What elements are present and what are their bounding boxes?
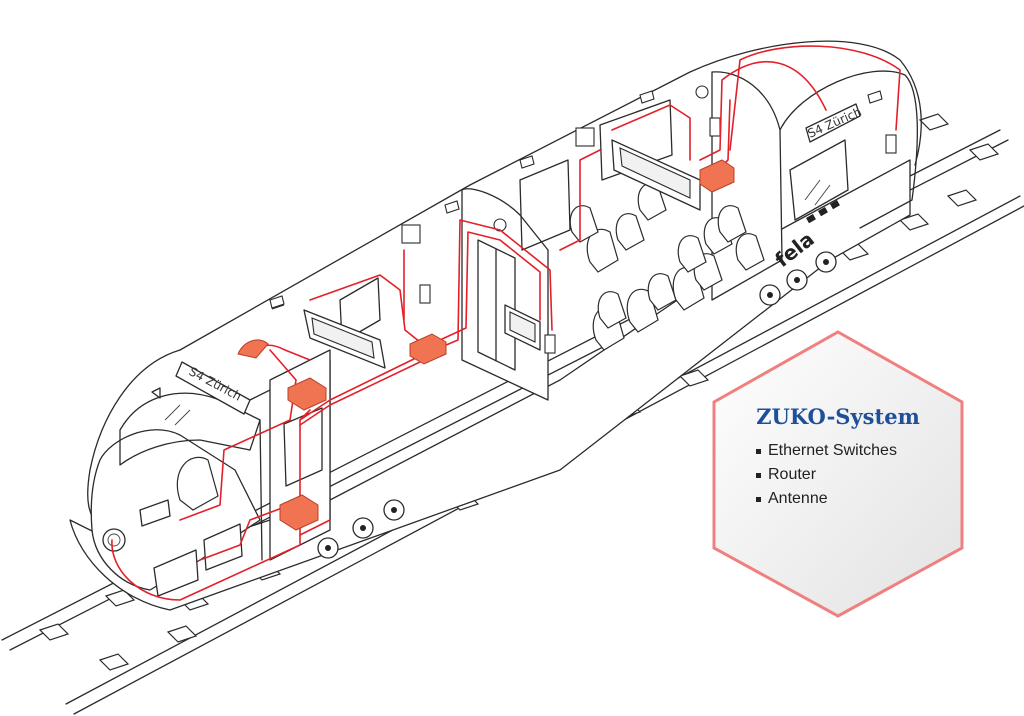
call-buttons (401, 117, 897, 354)
call-button-icon (885, 134, 897, 154)
camera-icon (639, 90, 655, 104)
info-hexagon (712, 330, 964, 618)
network-devices (237, 159, 735, 531)
info-content: ZUKO-System Ethernet Switches Router Ant… (712, 404, 964, 511)
list-item: Ethernet Switches (756, 439, 964, 463)
call-button-icon (544, 334, 556, 354)
camera-icon (519, 155, 535, 169)
ethernet-cabling (111, 45, 901, 601)
ethernet-switch (287, 377, 327, 411)
info-list: Ethernet Switches Router Antenne (712, 439, 964, 511)
ethernet-switch (699, 159, 735, 193)
call-button-icon (709, 117, 721, 137)
camera-icon (269, 295, 285, 310)
passenger-info-displays (139, 139, 701, 597)
camera-icon (867, 90, 883, 104)
call-button-icon (419, 284, 431, 304)
passenger-seats (176, 183, 765, 511)
camera-icon (444, 200, 460, 214)
wheels (317, 251, 837, 559)
list-item: Antenne (756, 487, 964, 511)
list-item: Router (756, 463, 964, 487)
ethernet-switch (279, 494, 319, 531)
ceiling-cameras (269, 85, 883, 310)
info-title: ZUKO-System (756, 404, 920, 429)
rear-destination-sign: S4 Zürich (806, 105, 864, 141)
router (409, 333, 447, 365)
antenna (237, 339, 269, 359)
info-panel: ZUKO-System Ethernet Switches Router Ant… (712, 330, 964, 618)
